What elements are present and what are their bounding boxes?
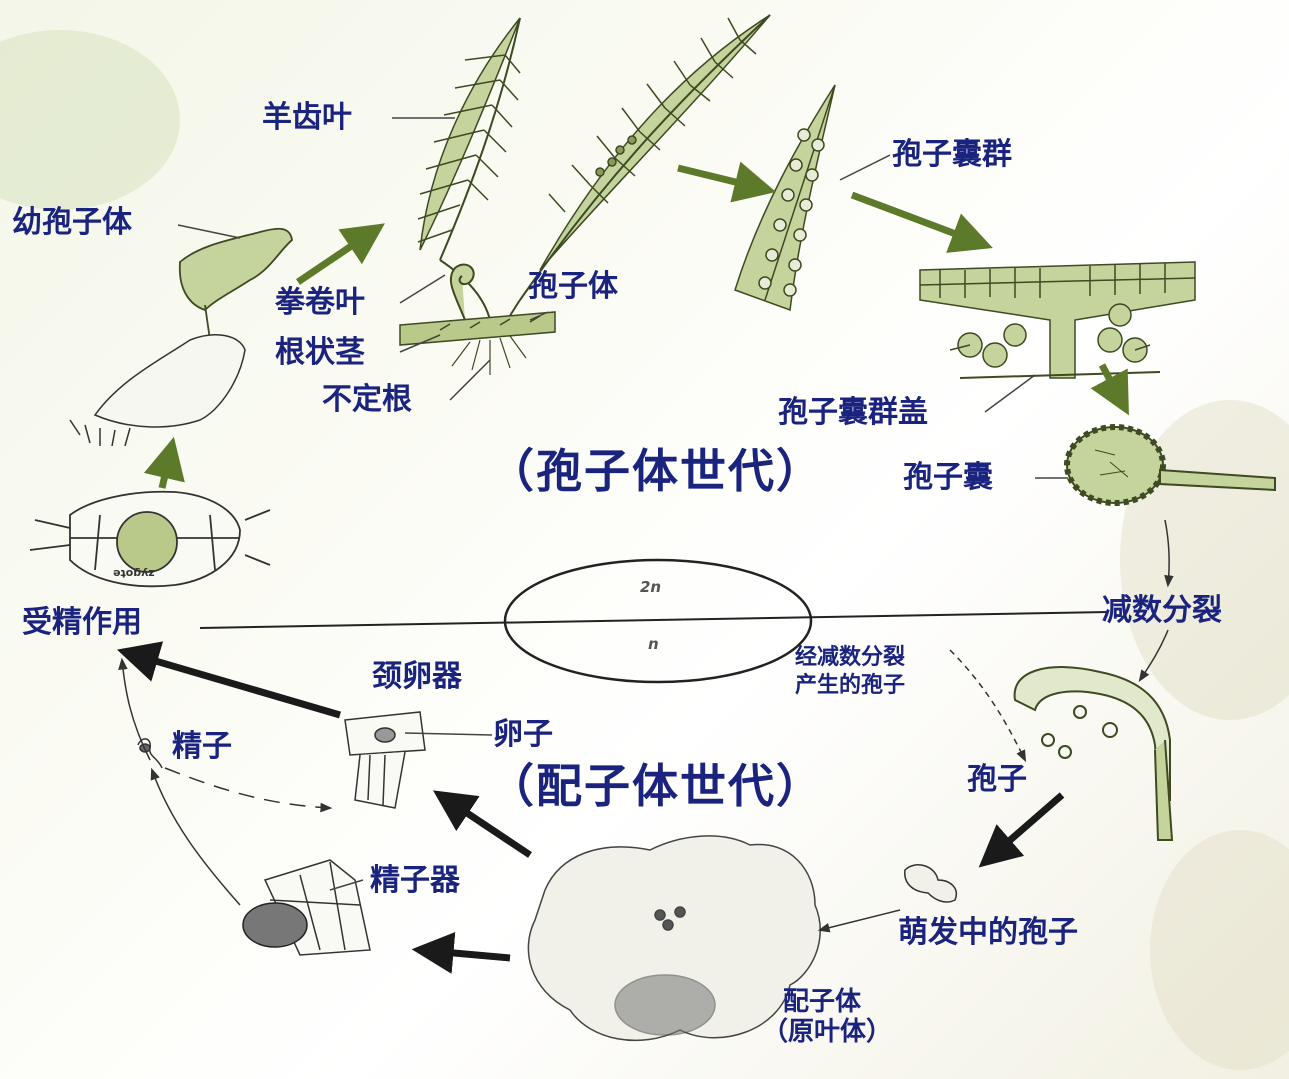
label-meiosis: 减数分裂 bbox=[1102, 596, 1222, 626]
arrow-young-to-adult bbox=[298, 228, 378, 282]
antheridium-drawing bbox=[243, 860, 370, 955]
young-gametophyte-drawing bbox=[70, 335, 245, 446]
label-young-sporophyte: 幼孢子体 bbox=[12, 208, 132, 238]
label-sporangium: 孢子囊 bbox=[903, 463, 993, 493]
pinna-with-sori bbox=[735, 85, 835, 310]
rhizome bbox=[400, 312, 555, 345]
arrow-zygote-to-young bbox=[162, 445, 172, 488]
arrow-pinna-to-section bbox=[852, 195, 985, 245]
label-meiotic-spores-1: 经减数分裂 bbox=[795, 647, 905, 669]
arrow-meiotic-spores bbox=[950, 650, 1025, 760]
label-ploidy-n: n bbox=[648, 637, 659, 652]
archegonium-drawing bbox=[345, 712, 425, 808]
label-sperm: 精子 bbox=[172, 732, 232, 762]
arrow-spore-to-germinating bbox=[985, 795, 1062, 862]
fern-frond-left bbox=[418, 18, 520, 260]
label-antheridium: 精子器 bbox=[370, 866, 460, 896]
label-fertilization: 受精作用 bbox=[22, 608, 142, 638]
arrow-archegonium-to-fertilization bbox=[125, 652, 340, 715]
label-zygote: zygote bbox=[113, 568, 155, 579]
label-frond: 羊齿叶 bbox=[262, 103, 352, 133]
fiddlehead bbox=[451, 265, 474, 320]
label-sporophyte-generation: （孢子体世代） bbox=[488, 448, 824, 494]
arrow-sperm-to-archegonium bbox=[165, 768, 330, 808]
label-ploidy-2n: 2n bbox=[640, 580, 661, 595]
label-germinating-spore: 萌发中的孢子 bbox=[898, 918, 1078, 948]
label-gametophyte-line2: （原叶体） bbox=[762, 1018, 882, 1048]
label-gametophyte-generation: （配子体世代） bbox=[488, 763, 824, 809]
arrow-germinating-to-prothallus bbox=[820, 910, 900, 930]
label-meiotic-spores-2: 产生的孢子 bbox=[795, 675, 905, 697]
label-spore: 孢子 bbox=[967, 765, 1027, 795]
label-fiddlehead: 拳卷叶 bbox=[275, 288, 365, 318]
leaf-cross-section bbox=[920, 262, 1195, 378]
label-gametophyte: 配子体 （原叶体） bbox=[762, 988, 882, 1048]
label-sorus: 孢子囊群 bbox=[892, 140, 1012, 170]
sporophyte-arrows bbox=[162, 168, 1125, 488]
arrow-section-to-sporangium bbox=[1102, 365, 1125, 408]
label-gametophyte-line1: 配子体 bbox=[762, 988, 882, 1018]
arrow-prothallus-to-antheridium bbox=[420, 950, 510, 958]
germinating-spore-drawing bbox=[905, 865, 957, 902]
label-archegonium: 颈卵器 bbox=[372, 662, 462, 692]
label-sporophyte: 孢子体 bbox=[528, 272, 618, 302]
adventitious-roots bbox=[452, 336, 526, 375]
label-egg: 卵子 bbox=[493, 720, 553, 750]
label-adventitious-root: 不定根 bbox=[322, 385, 412, 415]
arrow-frond-to-pinna bbox=[678, 168, 768, 190]
fern-frond-right bbox=[520, 15, 770, 300]
label-indusium: 孢子囊群盖 bbox=[778, 398, 928, 428]
label-rhizome: 根状茎 bbox=[275, 338, 365, 368]
